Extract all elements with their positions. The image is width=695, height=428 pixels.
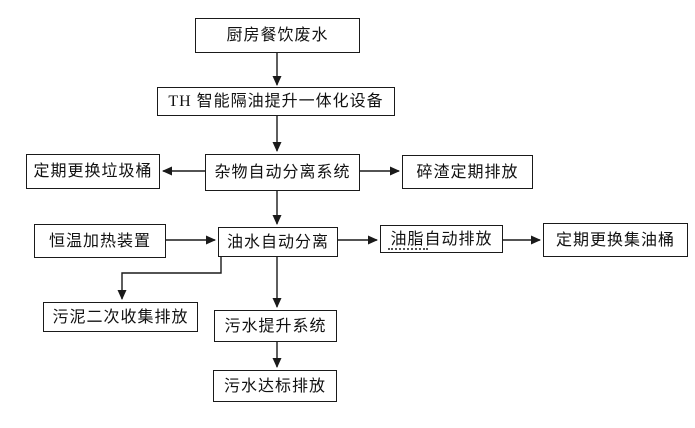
node-label: 杂物自动分离系统 (214, 164, 351, 181)
node-constant-temp-heater: 恒温加热装置 (34, 224, 166, 258)
node-sludge-secondary-collection: 污泥二次收集排放 (43, 302, 198, 332)
node-label: 厨房餐饮废水 (226, 27, 329, 44)
node-label: 恒温加热装置 (48, 232, 151, 250)
node-label: 污水达标排放 (223, 377, 326, 395)
node-label: 油水自动分离 (226, 233, 329, 251)
node-oil-water-separation: 油水自动分离 (218, 227, 338, 257)
node-label: 污水提升系统 (224, 317, 327, 335)
node-label: 污泥二次收集排放 (52, 308, 189, 326)
node-debris-separation-system: 杂物自动分离系统 (205, 154, 360, 191)
node-grease-auto-discharge: 油脂自动排放 (380, 225, 503, 253)
connector-oilwater-to-sludge (117, 257, 222, 300)
node-label: 油脂自动排放 (390, 230, 493, 248)
node-th-integrated-device: TH 智能隔油提升一体化设备 (157, 87, 395, 116)
node-label: 定期更换垃圾桶 (33, 163, 153, 180)
node-label: TH 智能隔油提升一体化设备 (168, 93, 384, 110)
node-replace-trash-bin: 定期更换垃圾桶 (26, 154, 160, 189)
spellcheck-dots-decoration (388, 248, 428, 250)
node-kitchen-wastewater: 厨房餐饮废水 (195, 18, 360, 53)
node-residue-periodic-discharge: 碎渣定期排放 (402, 155, 533, 189)
node-label: 定期更换集油桶 (555, 231, 675, 249)
node-label: 碎渣定期排放 (416, 163, 519, 181)
node-replace-oil-barrel: 定期更换集油桶 (543, 223, 688, 257)
node-sewage-lift-system: 污水提升系统 (214, 310, 337, 342)
node-compliant-sewage-discharge: 污水达标排放 (213, 370, 337, 402)
